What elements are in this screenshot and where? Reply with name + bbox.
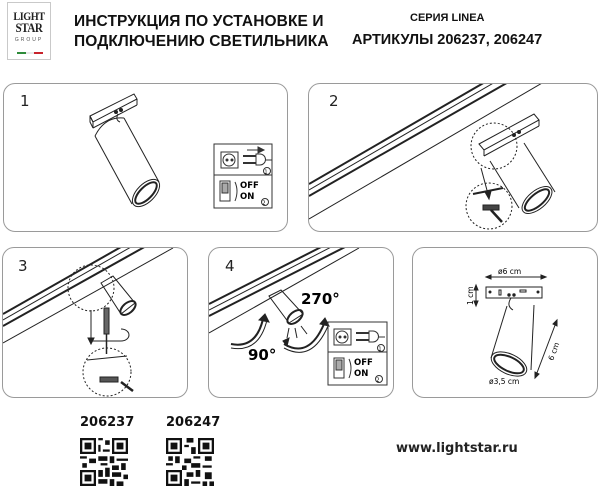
logo-text-group: GROUP: [14, 37, 44, 43]
rotation-illustration: 270° 90° 1 OFF ON 2: [209, 248, 388, 386]
qr-label-206247: 206247: [166, 415, 221, 430]
dimensions-drawing: ø6 cm 1 cm 6 cm ø3,5 cm: [466, 267, 561, 386]
title-line-1: ИНСТРУКЦИЯ ПО УСТАНОВКЕ И: [74, 13, 324, 30]
logo-flag-stripe: [17, 52, 44, 54]
website-link[interactable]: www.lightstar.ru: [396, 441, 518, 456]
qr-code-206237[interactable]: [80, 438, 128, 486]
step-2-panel: 2: [308, 83, 598, 232]
svg-text:ON: ON: [240, 192, 254, 202]
dimensions-panel: ø6 cm 1 cm 6 cm ø3,5 cm: [412, 247, 598, 398]
svg-text:ON: ON: [354, 369, 368, 379]
svg-text:ø3,5 cm: ø3,5 cm: [489, 377, 519, 386]
qr-label-206237: 206237: [80, 415, 135, 430]
document-title: ИНСТРУКЦИЯ ПО УСТАНОВКЕ И ПОДКЛЮЧЕНИЮ СВ…: [74, 12, 329, 52]
brand-logo: LIGHT STAR GROUP: [7, 2, 51, 60]
svg-text:OFF: OFF: [240, 181, 259, 191]
power-safety-box: 1 OFF ON 2: [213, 143, 273, 209]
svg-text:1: 1: [378, 347, 381, 353]
svg-text:90°: 90°: [248, 346, 276, 364]
logo-text-light: LIGHT: [13, 9, 45, 23]
track-install-illustration: [309, 84, 556, 230]
svg-text:1 cm: 1 cm: [466, 286, 475, 305]
step-3-panel: 3: [2, 247, 188, 398]
power-safety-box: [327, 321, 388, 386]
svg-text:270°: 270°: [301, 290, 340, 308]
logo-text-star: STAR: [15, 20, 43, 35]
qr-code-206247[interactable]: [166, 438, 214, 486]
step-number: 4: [225, 257, 235, 275]
title-line-2: ПОДКЛЮЧЕНИЮ СВЕТИЛЬНИКА: [74, 33, 329, 50]
series-label: СЕРИЯ LINEA: [410, 12, 485, 24]
spotlight-illustration: [89, 93, 161, 208]
svg-text:1: 1: [264, 170, 267, 176]
step-4-panel: 4 270° 90°: [208, 247, 394, 398]
screwdriver-illustration: [3, 248, 174, 397]
step-number: 2: [329, 92, 339, 110]
svg-text:2: 2: [262, 201, 265, 207]
step-number: 3: [18, 257, 28, 275]
svg-text:ø6 cm: ø6 cm: [498, 267, 521, 276]
svg-text:2: 2: [376, 378, 379, 384]
step-1-panel: 1 1: [3, 83, 288, 232]
articles-label: АРТИКУЛЫ 206237, 206247: [352, 32, 543, 48]
svg-text:OFF: OFF: [354, 358, 373, 368]
step-number: 1: [20, 92, 30, 110]
svg-text:6 cm: 6 cm: [546, 341, 561, 362]
